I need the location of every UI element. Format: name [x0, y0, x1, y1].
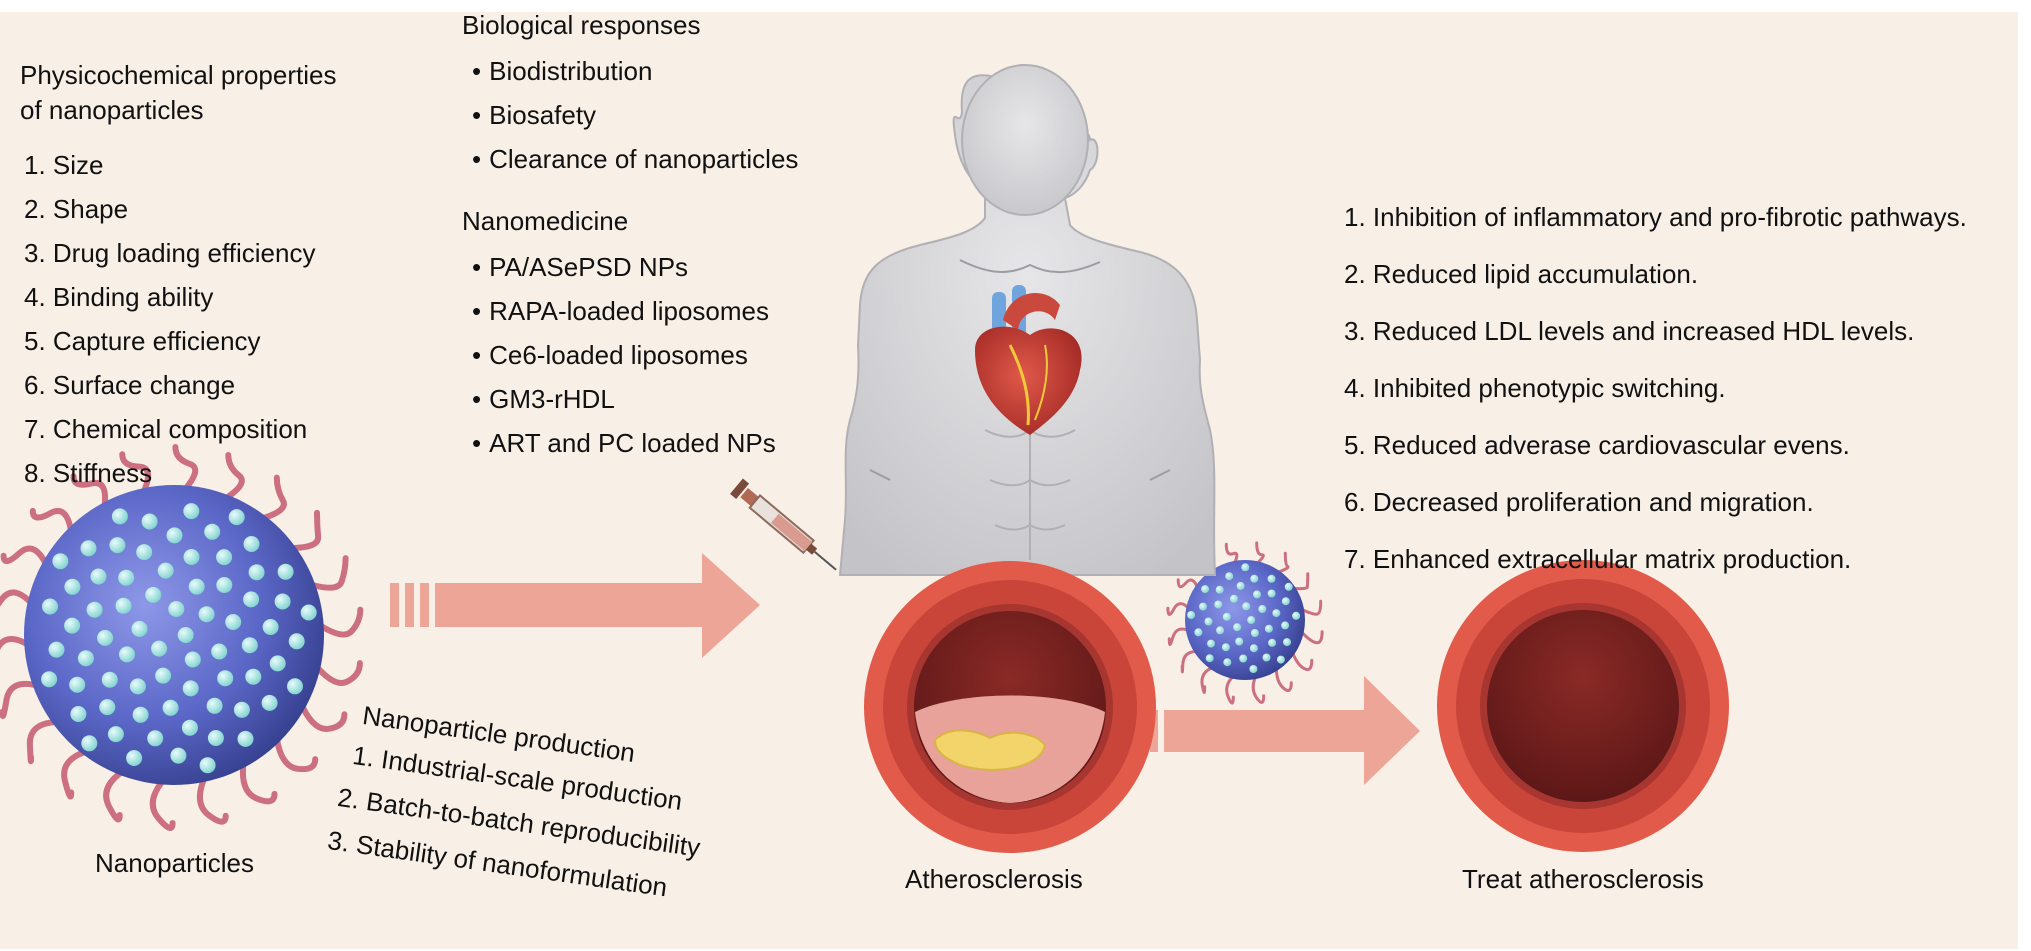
list-item: ART and PC loaded NPs: [472, 428, 776, 472]
list-item: 4. Binding ability: [24, 282, 214, 312]
list-item: 2. Reduced lipid accumulation.: [1344, 259, 1699, 289]
physicochemical-list: 1. Size 2. Shape 3. Drug loading efficie…: [24, 150, 315, 502]
list-item: 1. Size: [24, 150, 104, 180]
artery-plaque-icon: [864, 561, 1156, 853]
list-item: Biodistribution: [472, 56, 798, 100]
nanoparticle-icon: [0, 444, 364, 831]
list-item: 4. Inhibited phenotypic switching.: [1344, 373, 1726, 403]
nanomedicine-title: Nanomedicine: [462, 206, 629, 236]
arrow-icon-2: [1136, 676, 1420, 785]
biological-title: Biological responses: [462, 10, 701, 40]
biological-list: Biodistribution Biosafety Clearance of n…: [472, 56, 798, 188]
heart-icon: [975, 285, 1082, 435]
list-item: 2. Shape: [24, 194, 129, 224]
list-item: 1. Inhibition of inflammatory and pro-fi…: [1344, 202, 1967, 232]
list-item: PA/ASePSD NPs: [472, 252, 776, 296]
list-item: Biosafety: [472, 100, 798, 144]
list-item: 5. Reduced adverase cardiovascular evens…: [1344, 430, 1850, 460]
physicochemical-title-line2: of nanoparticles: [20, 95, 204, 125]
list-item: 5. Capture efficiency: [24, 326, 261, 356]
list-item: 3. Drug loading efficiency: [24, 238, 316, 268]
human-body-icon: [838, 64, 1217, 576]
atherosclerosis-label: Atherosclerosis: [905, 864, 1083, 894]
list-item: 7. Enhanced extracellular matrix product…: [1344, 544, 1852, 574]
list-item: 8. Stiffness: [24, 458, 153, 488]
treat-atherosclerosis-label: Treat atherosclerosis: [1462, 864, 1704, 894]
nanoparticles-label: Nanoparticles: [95, 848, 254, 878]
list-item: 3. Reduced LDL levels and increased HDL …: [1344, 316, 1915, 346]
list-item: RAPA-loaded liposomes: [472, 296, 776, 340]
list-item: 6. Surface change: [24, 370, 236, 400]
outcome-list: 1. Inhibition of inflammatory and pro-fi…: [1344, 202, 1967, 601]
nanomedicine-list: PA/ASePSD NPs RAPA-loaded liposomes Ce6-…: [472, 252, 776, 472]
list-item: GM3-rHDL: [472, 384, 776, 428]
list-item: Ce6-loaded liposomes: [472, 340, 776, 384]
physicochemical-title-line1: Physicochemical properties: [20, 60, 337, 90]
syringe-icon: [730, 478, 837, 571]
arrow-icon: [390, 553, 760, 658]
healthy-artery-icon: [1437, 560, 1729, 852]
list-item: Clearance of nanoparticles: [472, 144, 798, 188]
nanoparticle-small-icon: [1166, 541, 1324, 705]
list-item: 6. Decreased proliferation and migration…: [1344, 487, 1814, 517]
list-item: 7. Chemical composition: [24, 414, 308, 444]
